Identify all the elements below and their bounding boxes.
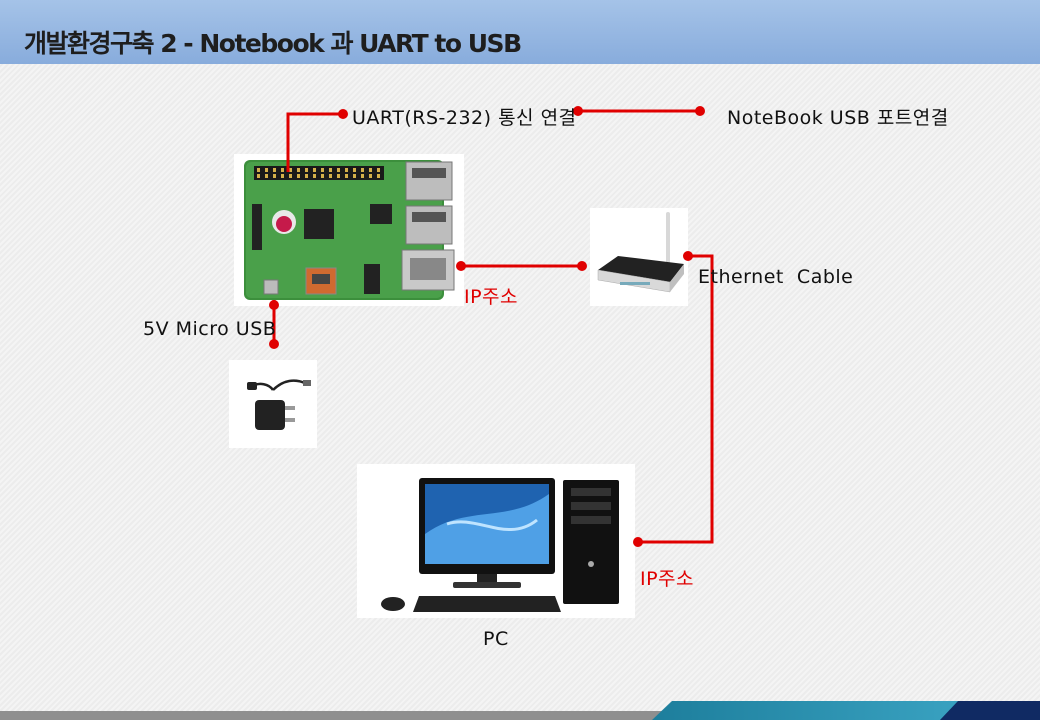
router-wire-start	[456, 261, 466, 271]
router-ip-label: IP주소	[464, 286, 519, 308]
ethernet-wire-endpoint	[633, 537, 643, 547]
footer-accent-teal	[652, 701, 972, 720]
power-label: 5V Micro USB	[143, 318, 277, 340]
power-wire-endpoint	[269, 339, 279, 349]
ethernet-wire	[638, 254, 714, 544]
title-bar	[0, 0, 1040, 64]
router-image	[590, 208, 688, 306]
notebook-usb-label: NoteBook USB 포트연결	[727, 107, 949, 129]
power-wire-start	[269, 300, 279, 310]
ethernet-wire-start	[683, 251, 693, 261]
pc-image	[357, 464, 635, 618]
charger-image	[229, 360, 317, 448]
slide-title: 개발환경구축 2 - Notebook 과 UART to USB	[24, 29, 522, 58]
footer-bar	[0, 711, 1040, 720]
usb-wire-endpoint	[695, 106, 705, 116]
pc-ip-label: IP주소	[640, 568, 695, 590]
pc-label: PC	[483, 628, 509, 650]
usb-wire-start	[573, 106, 583, 116]
ethernet-cable-label: Ethernet Cable	[698, 266, 854, 288]
raspberry-pi-image	[234, 154, 464, 306]
uart-label: UART(RS-232) 통신 연결	[352, 107, 577, 129]
uart-wire-endpoint	[338, 109, 348, 119]
uart-wire	[286, 112, 343, 172]
router-wire-endpoint	[577, 261, 587, 271]
footer-accent-navy	[940, 701, 1040, 720]
